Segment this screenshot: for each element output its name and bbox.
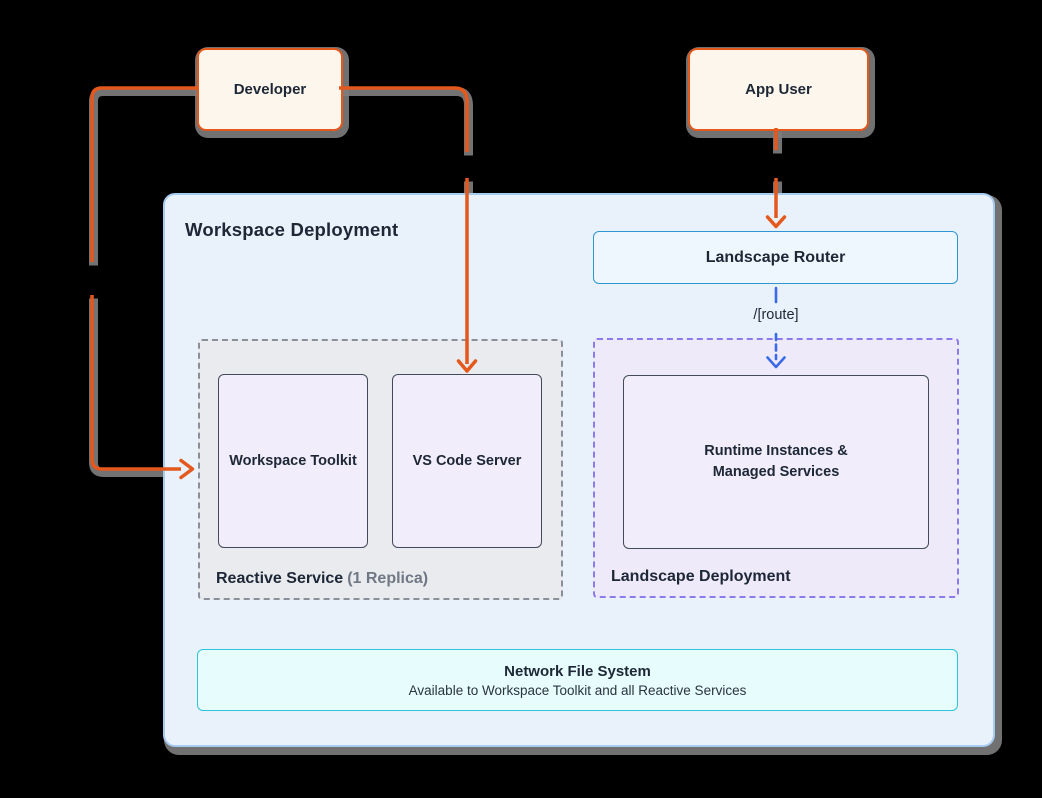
runtime-instances-node: Runtime Instances & Managed Services bbox=[623, 375, 929, 549]
landscape-deployment-label-text: Landscape Deployment bbox=[611, 568, 791, 585]
reactive-service-replica-note: (1 Replica) bbox=[347, 570, 429, 587]
workspace-toolkit-label: Workspace Toolkit bbox=[229, 452, 357, 469]
landscape-deployment-group: Runtime Instances & Managed Services Lan… bbox=[593, 338, 959, 598]
vs-code-server-node: VS Code Server bbox=[392, 374, 542, 548]
app-user-label: App User bbox=[745, 81, 812, 98]
landscape-router-node: Landscape Router bbox=[593, 231, 958, 284]
workspace-deployment-container: Workspace Deployment Landscape Router /[… bbox=[163, 193, 995, 747]
reactive-service-label: Reactive Service(1 Replica) bbox=[216, 570, 428, 588]
runtime-instances-label: Runtime Instances & Managed Services bbox=[704, 443, 848, 480]
landscape-deployment-label: Landscape Deployment bbox=[611, 568, 791, 586]
developer-label: Developer bbox=[233, 81, 307, 98]
landscape-router-label: Landscape Router bbox=[705, 248, 846, 266]
network-file-system-subtitle: Available to Workspace Toolkit and all R… bbox=[408, 682, 747, 698]
network-file-system-node: Network File System Available to Workspa… bbox=[197, 649, 958, 711]
workspace-deployment-title: Workspace Deployment bbox=[185, 219, 399, 240]
vs-code-server-label: VS Code Server bbox=[412, 452, 522, 469]
route-edge-label: /[route] bbox=[753, 307, 799, 323]
developer-node: Developer bbox=[197, 48, 343, 131]
reactive-service-group: Workspace Toolkit VS Code Server Reactiv… bbox=[198, 339, 563, 600]
network-file-system-title: Network File System bbox=[504, 662, 651, 680]
app-user-node: App User bbox=[688, 48, 869, 131]
reactive-service-label-text: Reactive Service bbox=[216, 570, 344, 587]
workspace-toolkit-node: Workspace Toolkit bbox=[218, 374, 368, 548]
